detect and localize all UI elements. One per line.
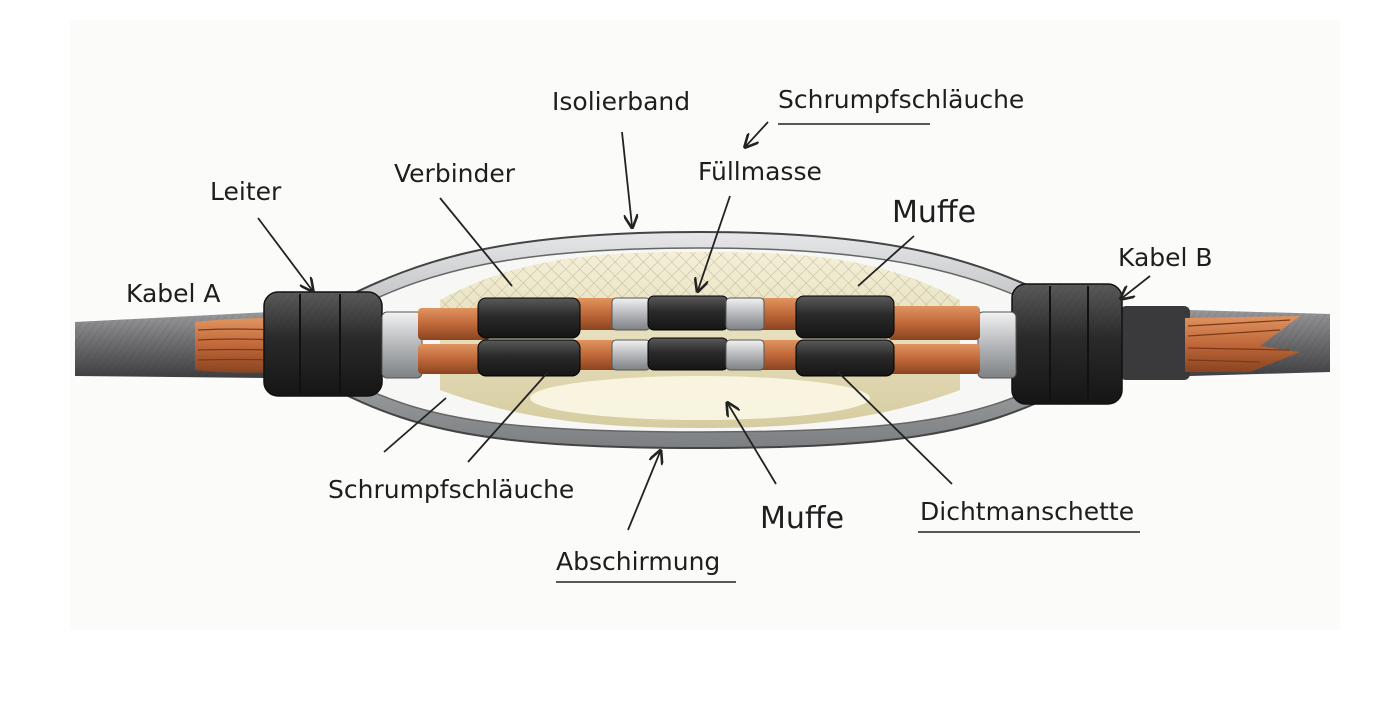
end-clamp-left [263,291,383,397]
connectors [611,295,765,371]
cable-b [1120,306,1330,380]
label-muffe-bottom: Muffe [760,501,844,536]
cable-b-jacket-end [1120,306,1190,380]
label-schrumpfschlaeuche-bottom: Schrumpfschläuche [328,475,574,504]
conductors-left [418,298,618,374]
inner-ring-right [977,311,1017,379]
inner-ring-left [381,311,423,379]
label-dichtmanschette: Dichtmanschette [920,497,1134,526]
cable-a-copper-strands [195,318,275,373]
conductors-right [760,298,980,374]
label-kabel-b: Kabel B [1118,243,1213,272]
cable-a [75,312,275,378]
heat-shrink-tubes [477,295,895,377]
label-verbinder: Verbinder [394,159,516,188]
label-kabel-a: Kabel A [126,279,221,308]
leader-lines [257,121,1151,531]
label-abschirmung: Abschirmung [556,547,720,576]
cable-b-copper-strands [1185,316,1300,372]
label-schrumpfschlaeuche-top: Schrumpfschläuche [778,85,1024,114]
label-muffe-top: Muffe [892,195,976,230]
label-isolierband: Isolierband [552,87,690,116]
end-clamp-right [1011,283,1123,405]
label-leiter: Leiter [210,177,282,206]
label-fuellmasse: Füllmasse [698,157,822,186]
